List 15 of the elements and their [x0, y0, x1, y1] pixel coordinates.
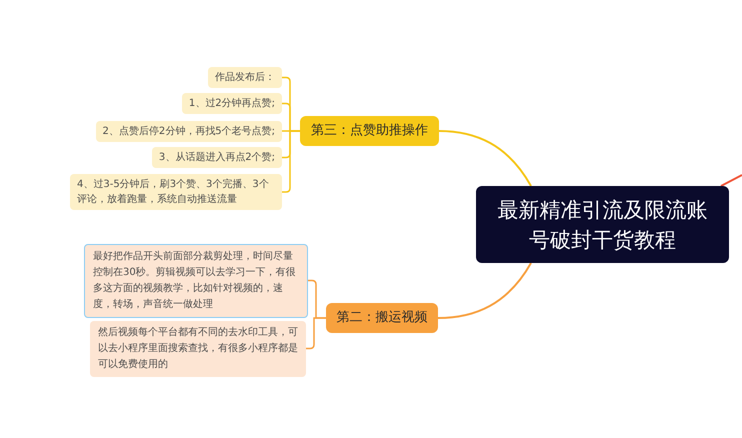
- branch-topic-box: 第三：点赞助推操作: [300, 116, 439, 146]
- connector-line: [720, 174, 742, 187]
- connector-line: [306, 317, 326, 350]
- central-topic-box: 最新精准引流及限流账号破封干货教程: [476, 186, 729, 263]
- subtopic-box: 1、过2分钟再点赞;: [182, 93, 282, 114]
- branch-topic-box: 第二：搬运视频: [326, 303, 438, 333]
- subtopic-box: 最好把作品开头前面部分裁剪处理，时间尽量控制在30秒。剪辑视频可以去学习一下，有很多这方面的视频教学，比如针对视频的，速度，转场，声音统一做处理: [84, 244, 308, 318]
- subtopic-box: 然后视频每个平台都有不同的去水印工具，可以去小程序里面搜索查找，有很多小程序都是可以免费使用的: [90, 320, 306, 376]
- subtopic-box: 4、过3-5分钟后，刷3个赞、3个完播、3个评论，放着跑量，系统自动推送流量: [70, 174, 282, 210]
- connector-line: [282, 130, 300, 193]
- subtopic-box: 3、从话题进入再点2个赞;: [152, 147, 282, 168]
- subtopic-box: 作品发布后：: [208, 67, 282, 88]
- connector-line: [438, 262, 532, 319]
- connector-line: [438, 130, 532, 187]
- subtopic-box: 2、点赞后停2分钟，再找5个老号点赞;: [96, 121, 282, 142]
